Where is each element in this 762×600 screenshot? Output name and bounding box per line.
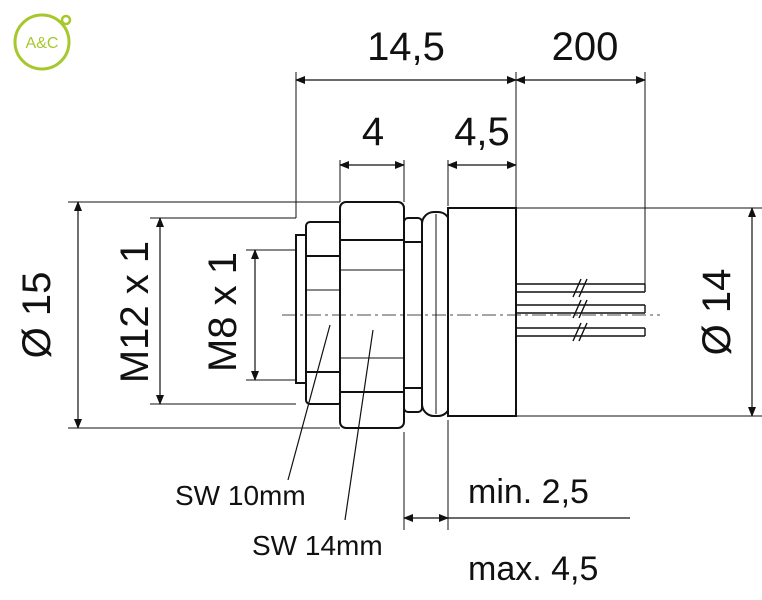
- dim-diameter-flange: Ø 15: [15, 272, 59, 359]
- label-panel-max: max. 4,5: [468, 550, 598, 588]
- dimension-lines: [74, 76, 756, 522]
- dim-housing-length: 4,5: [454, 110, 510, 154]
- wires: [516, 283, 646, 337]
- dim-thread-inner: M8 x 1: [201, 252, 245, 372]
- wire-break-marks: [572, 278, 588, 342]
- dim-diameter-housing: Ø 14: [695, 269, 739, 356]
- label-sw-small: SW 10mm: [175, 480, 306, 511]
- connector-body: [295, 201, 517, 429]
- label-sw-large: SW 14mm: [252, 530, 383, 561]
- leader-lines: [287, 324, 374, 521]
- dim-nut-width: 4: [362, 110, 384, 154]
- label-panel-min: min. 2,5: [468, 473, 589, 511]
- dim-overall-length: 14,5: [367, 25, 445, 69]
- logo: A&C: [13, 13, 72, 71]
- dim-thread-outer: M12 x 1: [113, 241, 157, 383]
- logo-text: A&C: [26, 35, 59, 52]
- dim-cable-length: 200: [552, 25, 619, 69]
